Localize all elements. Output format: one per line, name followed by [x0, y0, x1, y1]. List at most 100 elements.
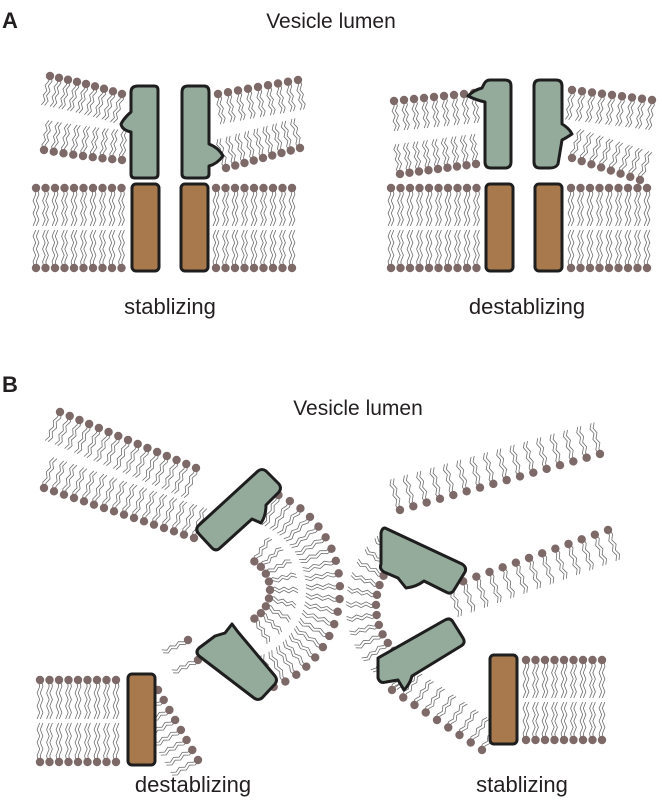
lipid-molecule — [588, 655, 597, 699]
lipid-bilayers — [31, 71, 657, 776]
lipid-molecule — [268, 650, 290, 686]
lipid-molecule — [122, 439, 142, 474]
lipid-molecule — [540, 701, 550, 745]
lipid-molecule — [282, 639, 311, 671]
lipid-molecule — [151, 451, 172, 486]
lipid-molecule — [405, 229, 415, 273]
panel-b-right-proteins — [376, 526, 519, 746]
lipid-molecule — [225, 135, 240, 170]
lipid-molecule — [633, 183, 642, 227]
lipid-molecule — [429, 467, 445, 503]
lipid-molecule — [161, 455, 181, 490]
lipid-molecule — [189, 507, 208, 543]
lipid-molecule — [450, 136, 462, 171]
panel-b-label: B — [2, 372, 18, 397]
lipid-molecule — [161, 635, 193, 654]
lipid-molecule — [434, 229, 443, 273]
lipid-molecule — [179, 503, 198, 539]
lipid-molecule — [69, 229, 79, 273]
lipid-molecule — [405, 183, 415, 227]
lipid-molecule — [633, 229, 642, 273]
lipid-molecule — [589, 422, 605, 459]
lipid-molecule — [39, 457, 58, 493]
lipid-molecule — [110, 89, 127, 124]
lipid-molecule — [261, 559, 292, 578]
brown-helix-curved-left — [126, 672, 157, 767]
lipid-molecule — [509, 444, 525, 481]
lipid-molecule — [283, 512, 315, 542]
lipid-molecule — [117, 229, 126, 273]
lipid-molecule — [39, 120, 53, 155]
lipid-molecule — [566, 183, 576, 227]
lipid-molecule — [576, 183, 585, 227]
lipid-molecule — [233, 86, 246, 121]
lipid-molecule — [642, 229, 652, 273]
lipid-molecule — [402, 142, 414, 177]
lipid-molecule — [396, 229, 405, 273]
lipid-molecule — [597, 701, 607, 745]
lipid-molecule — [393, 143, 405, 179]
lipid-molecule — [149, 493, 168, 529]
lipid-molecule — [276, 504, 305, 536]
panel-a-left-caption: stablizing — [124, 294, 216, 319]
lipid-molecule — [410, 679, 434, 710]
panel-a-left-proteins — [119, 84, 225, 273]
lipid-molecule — [595, 229, 604, 273]
brown-helix-right-1 — [484, 182, 515, 273]
lipid-molecule — [88, 229, 98, 273]
lipid-molecule — [569, 701, 578, 745]
lipid-molecule — [575, 87, 587, 122]
lipid-molecule — [108, 129, 119, 164]
lipid-molecule — [455, 709, 479, 740]
lipid-molecule — [614, 229, 623, 273]
lipid-molecule — [604, 183, 614, 227]
lipid-molecule — [58, 75, 73, 110]
lipid-molecule — [75, 79, 91, 114]
lipid-molecule — [626, 147, 643, 182]
lipid-molecule — [64, 415, 84, 451]
lipid-molecule — [606, 141, 624, 175]
lipid-molecule — [293, 625, 328, 652]
lipid-molecule — [153, 725, 186, 746]
lipid-molecule — [453, 183, 462, 227]
lipid-molecule — [263, 81, 276, 116]
lipid-molecule — [449, 90, 460, 126]
lipid-molecule — [243, 130, 258, 165]
lipid-molecule — [31, 183, 41, 227]
lipid-molecule — [112, 435, 133, 470]
lipid-molecule — [102, 675, 111, 720]
lipid-molecule — [83, 722, 92, 767]
lipid-molecule — [347, 586, 382, 600]
lipid-molecule — [424, 229, 434, 273]
lipid-molecule — [92, 675, 102, 720]
lipid-molecule — [54, 722, 64, 767]
lipid-molecule — [623, 183, 633, 227]
lipid-molecule — [293, 75, 306, 111]
lipid-molecule — [69, 467, 88, 503]
lipid-molecule — [280, 120, 295, 155]
lipid-molecule — [564, 539, 581, 576]
lipid-molecule — [604, 229, 614, 273]
lipid-molecule — [585, 229, 595, 273]
lipid-molecule — [250, 537, 273, 566]
lipid-molecule — [409, 94, 420, 130]
lipid-molecule — [268, 229, 278, 273]
lipid-molecule — [439, 91, 450, 127]
lipid-molecule — [576, 426, 591, 462]
lipid-molecule — [159, 735, 191, 756]
lipid-molecule — [259, 229, 268, 273]
lipid-molecule — [415, 183, 424, 227]
brown-helix-right-2 — [533, 182, 564, 273]
lipid-molecule — [559, 655, 569, 699]
lipid-molecule — [169, 500, 188, 536]
lipid-molecule — [98, 183, 107, 227]
lipid-molecule — [576, 229, 585, 273]
lipid-molecule — [456, 459, 471, 496]
lipid-molecule — [250, 614, 271, 644]
lipid-molecule — [60, 183, 69, 227]
lipid-molecule — [221, 229, 230, 273]
lipid-molecule — [240, 229, 249, 273]
lipid-molecule — [64, 722, 73, 767]
lipid-molecule — [496, 448, 511, 485]
lipid-molecule — [298, 618, 334, 641]
